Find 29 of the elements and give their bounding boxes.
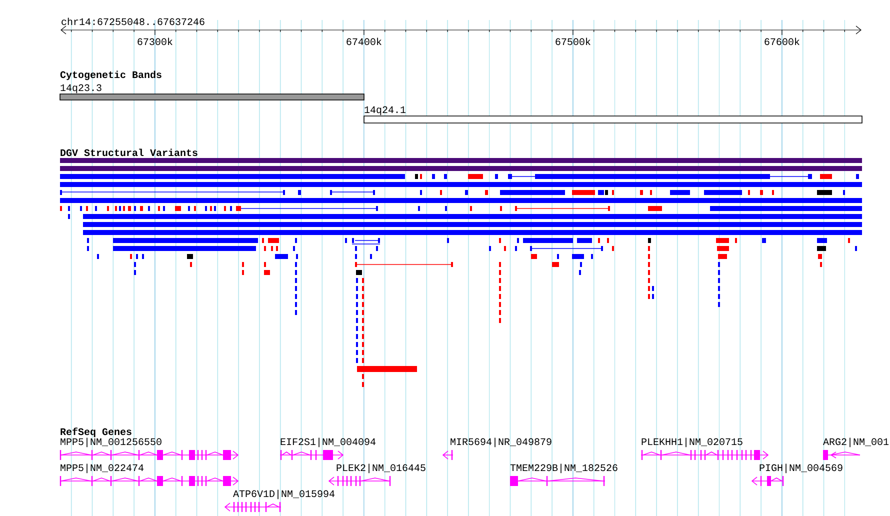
tick-label: 67500k [556, 38, 590, 46]
node-label: ARG2|NM_001 [823, 438, 889, 448]
track-title: Cytogenetic Bands [60, 70, 162, 80]
gene-model: TMEM229B|NM_182526 [510, 464, 618, 486]
gene-model: PIGH|NM_004569 [751, 464, 842, 486]
track-title: RefSeq Genes [60, 428, 132, 438]
chromosome-position: chr14:67255048..67637246 [62, 18, 204, 26]
gene-model: MIR5694|NR_049879 [442, 438, 552, 460]
gene-model: MPP5|NM_001256550 [60, 438, 239, 460]
node-label: MPP5|NM_022474 [60, 464, 144, 474]
node-label: 14q24.1 [364, 106, 406, 116]
node-label: EIF2S1|NM_004094 [280, 438, 376, 448]
node-label: 14q23.3 [60, 84, 102, 94]
tick-label: 67400k [346, 38, 382, 46]
tick-label: 67600k [764, 38, 800, 46]
cytogenetic-band: 14q23.3 [60, 84, 364, 100]
gene-model: MPP5|NM_022474 [60, 464, 239, 486]
gene-model: EIF2S1|NM_004094 [280, 438, 376, 460]
gene-model: ATP6V1D|NM_015994 [224, 490, 334, 512]
track-title: DGV Structural Variants [60, 148, 198, 156]
node-label: MPP5|NM_001256550 [60, 438, 162, 448]
gene-model: PLEK2|NM_016445 [328, 464, 426, 486]
node-label: PLEKHH1|NM_020715 [642, 438, 742, 448]
gene-model: ARG2|NM_001 [822, 438, 889, 460]
cytogenetic-band: 14q24.1 [364, 106, 862, 124]
gene-model: PLEKHH1|NM_020715 [640, 438, 769, 460]
node-label: TMEM229B|NM_182526 [510, 464, 618, 474]
tick-label: 67300k [138, 38, 172, 46]
node-label: PIGH|NM_004569 [760, 464, 842, 474]
